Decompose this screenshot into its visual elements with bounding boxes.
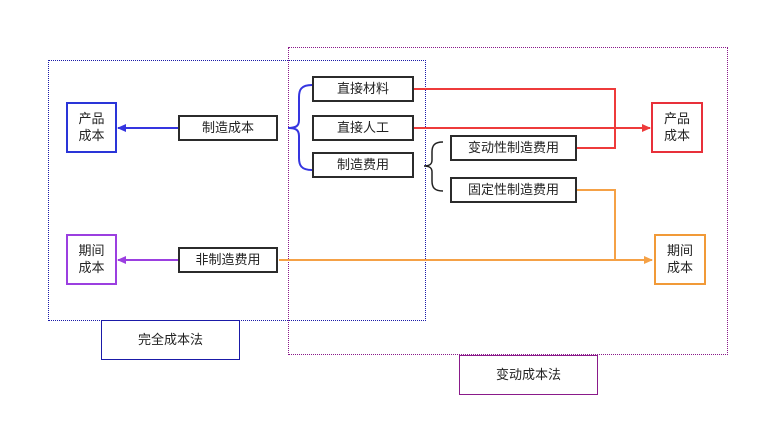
non-manufacturing-label: 非制造费用: [195, 252, 261, 268]
variable-cost-region: [288, 47, 728, 355]
left-product-cost-box: 产品 成本: [66, 102, 117, 153]
right-period-cost-box: 期间 成本: [654, 234, 706, 285]
fixed-overhead-box: 固定性制造费用: [450, 177, 577, 203]
direct-materials-label: 直接材料: [336, 81, 389, 97]
left-product-cost-label: 产品 成本: [78, 111, 105, 144]
right-period-cost-label: 期间 成本: [666, 243, 693, 276]
left-period-cost-label: 期间 成本: [78, 243, 105, 276]
variable-cost-method-label-box: 变动成本法: [459, 355, 598, 395]
direct-materials-box: 直接材料: [312, 76, 414, 102]
full-cost-method-label-box: 完全成本法: [101, 320, 240, 360]
line-materials-merge: [414, 88, 616, 128]
overhead-box: 制造费用: [312, 152, 414, 178]
full-cost-method-label: 完全成本法: [137, 332, 203, 348]
fixed-overhead-label: 固定性制造费用: [467, 182, 559, 198]
manufacturing-cost-label: 制造成本: [201, 120, 254, 136]
overhead-label: 制造费用: [336, 157, 389, 173]
line-variable-overhead-merge: [577, 128, 616, 149]
right-product-cost-label: 产品 成本: [663, 111, 690, 144]
left-period-cost-box: 期间 成本: [66, 234, 117, 285]
manufacturing-cost-box: 制造成本: [178, 115, 278, 141]
non-manufacturing-box: 非制造费用: [178, 247, 278, 273]
brace-black: [423, 141, 444, 192]
variable-overhead-label: 变动性制造费用: [467, 140, 559, 156]
variable-cost-method-label: 变动成本法: [495, 367, 561, 383]
right-product-cost-box: 产品 成本: [651, 102, 703, 153]
line-fixed-overhead-merge: [577, 189, 616, 260]
direct-labor-label: 直接人工: [336, 120, 389, 136]
brace-blue: [287, 84, 313, 171]
direct-labor-box: 直接人工: [312, 115, 414, 141]
variable-overhead-box: 变动性制造费用: [450, 135, 577, 161]
